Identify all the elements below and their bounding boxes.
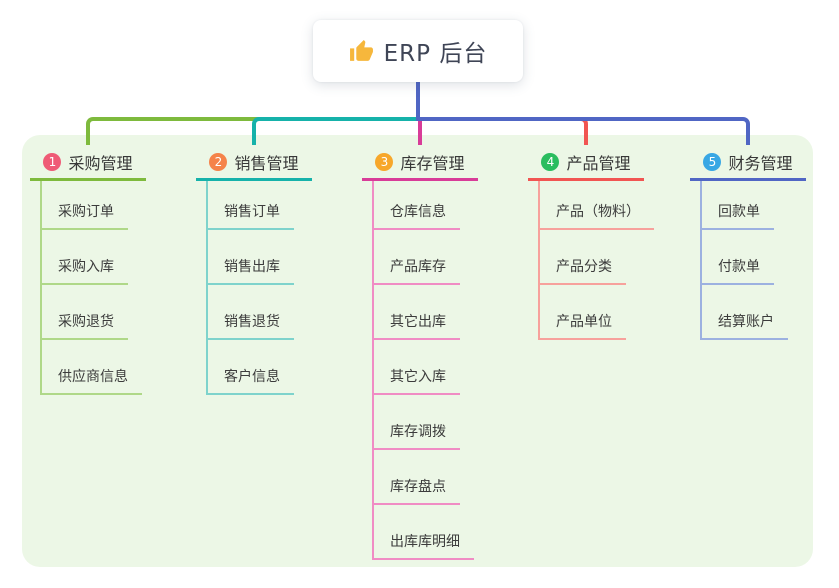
root-title: ERP 后台: [383, 41, 488, 67]
branch-title-label: 财务管理: [728, 153, 793, 173]
child-node[interactable]: 付款单: [700, 249, 774, 285]
branch-node-5[interactable]: 5 财务管理: [690, 145, 806, 181]
child-node-label: 产品库存: [390, 259, 446, 275]
child-node[interactable]: 采购退货: [40, 304, 128, 340]
branch-node-1[interactable]: 1 采购管理: [30, 145, 146, 181]
child-node-label: 付款单: [718, 259, 760, 275]
child-node[interactable]: 仓库信息: [372, 194, 460, 230]
child-node[interactable]: 销售退货: [206, 304, 294, 340]
connector-branch-3: [418, 117, 422, 145]
child-node[interactable]: 采购订单: [40, 194, 128, 230]
branch-title-label: 采购管理: [68, 153, 133, 173]
child-node-label: 其它入库: [390, 369, 446, 385]
child-node[interactable]: 其它入库: [372, 359, 460, 395]
branch-node-3[interactable]: 3 库存管理: [362, 145, 478, 181]
branch-node-2[interactable]: 2 销售管理: [196, 145, 312, 181]
branch-number-badge: 4: [541, 152, 560, 171]
child-node[interactable]: 销售出库: [206, 249, 294, 285]
branch-trunk-line: [538, 181, 540, 340]
child-node-label: 采购入库: [58, 259, 114, 275]
child-node-label: 产品单位: [556, 314, 612, 330]
branch-trunk-line: [372, 181, 374, 560]
branch-trunk-line: [700, 181, 702, 340]
branch-number-badge: 2: [209, 152, 228, 171]
child-node-label: 销售出库: [224, 259, 280, 275]
child-node[interactable]: 产品单位: [538, 304, 626, 340]
branch-title-label: 库存管理: [400, 153, 465, 173]
child-node-label: 结算账户: [718, 314, 774, 330]
child-node-label: 出库库明细: [390, 534, 460, 550]
child-node[interactable]: 产品分类: [538, 249, 626, 285]
child-node[interactable]: 销售订单: [206, 194, 294, 230]
child-node[interactable]: 结算账户: [700, 304, 788, 340]
child-node-label: 产品（物料）: [556, 204, 640, 220]
branch-node-4[interactable]: 4 产品管理: [528, 145, 644, 181]
child-node-label: 客户信息: [224, 369, 280, 385]
branch-number-badge: 1: [43, 152, 62, 171]
connector-branch-5: [416, 117, 750, 145]
child-node[interactable]: 库存调拨: [372, 414, 460, 450]
child-node-label: 销售退货: [224, 314, 280, 330]
child-node-label: 回款单: [718, 204, 760, 220]
branch-number-badge: 3: [375, 152, 394, 171]
child-node[interactable]: 产品库存: [372, 249, 460, 285]
child-node-label: 其它出库: [390, 314, 446, 330]
branch-title-label: 产品管理: [566, 153, 631, 173]
root-stem-line: [416, 81, 420, 121]
branches-panel: [22, 135, 813, 567]
child-node[interactable]: 出库库明细: [372, 524, 474, 560]
root-node[interactable]: ERP 后台: [313, 20, 523, 82]
child-node-label: 库存盘点: [390, 479, 446, 495]
child-node[interactable]: 其它出库: [372, 304, 460, 340]
child-node[interactable]: 产品（物料）: [538, 194, 654, 230]
child-node[interactable]: 库存盘点: [372, 469, 460, 505]
branch-number-badge: 5: [703, 152, 722, 171]
thumbs-up-icon: [349, 39, 373, 61]
child-node-label: 供应商信息: [58, 369, 128, 385]
connector-branch-2: [252, 117, 420, 145]
child-node[interactable]: 采购入库: [40, 249, 128, 285]
child-node-label: 采购退货: [58, 314, 114, 330]
child-node-label: 采购订单: [58, 204, 114, 220]
child-node-label: 仓库信息: [390, 204, 446, 220]
branch-title-label: 销售管理: [234, 153, 299, 173]
child-node[interactable]: 客户信息: [206, 359, 294, 395]
child-node-label: 产品分类: [556, 259, 612, 275]
branch-trunk-line: [40, 181, 42, 395]
branch-trunk-line: [206, 181, 208, 395]
child-node[interactable]: 回款单: [700, 194, 774, 230]
child-node-label: 销售订单: [224, 204, 280, 220]
child-node-label: 库存调拨: [390, 424, 446, 440]
child-node[interactable]: 供应商信息: [40, 359, 142, 395]
